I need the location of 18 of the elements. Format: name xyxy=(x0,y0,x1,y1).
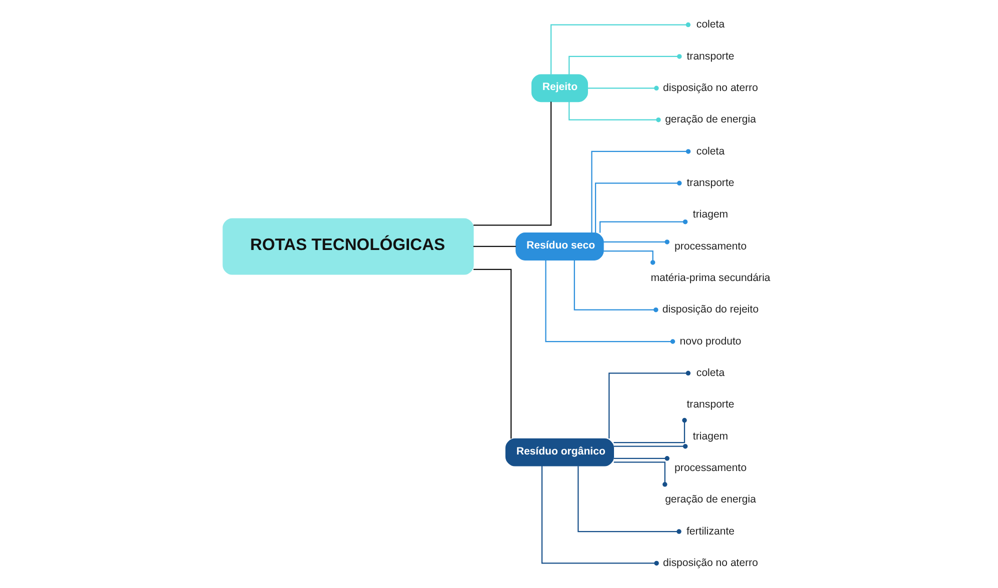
node-text: disposição do rejeito xyxy=(662,304,759,316)
node-text: geração de energia xyxy=(665,114,756,126)
node-text: novo produto xyxy=(680,335,742,348)
node-text: triagem xyxy=(692,430,728,442)
node-text: triagem xyxy=(692,208,728,221)
node-text: matéria-prima secundária xyxy=(650,272,770,284)
node-text: disposição no aterro xyxy=(663,82,758,94)
node-text: disposição no aterro xyxy=(663,556,758,569)
node-text: transporte xyxy=(686,50,734,62)
node-text: processamento xyxy=(674,462,747,474)
node-text: coleta xyxy=(696,145,725,158)
node-text: coleta xyxy=(696,366,725,379)
node-text: transporte xyxy=(686,176,734,189)
node-text: geração de energia xyxy=(665,494,756,506)
node-text: coleta xyxy=(696,18,725,31)
node-text: processamento xyxy=(674,240,747,252)
node-text: fertilizante xyxy=(686,525,735,538)
node-text: transporte xyxy=(686,398,734,411)
